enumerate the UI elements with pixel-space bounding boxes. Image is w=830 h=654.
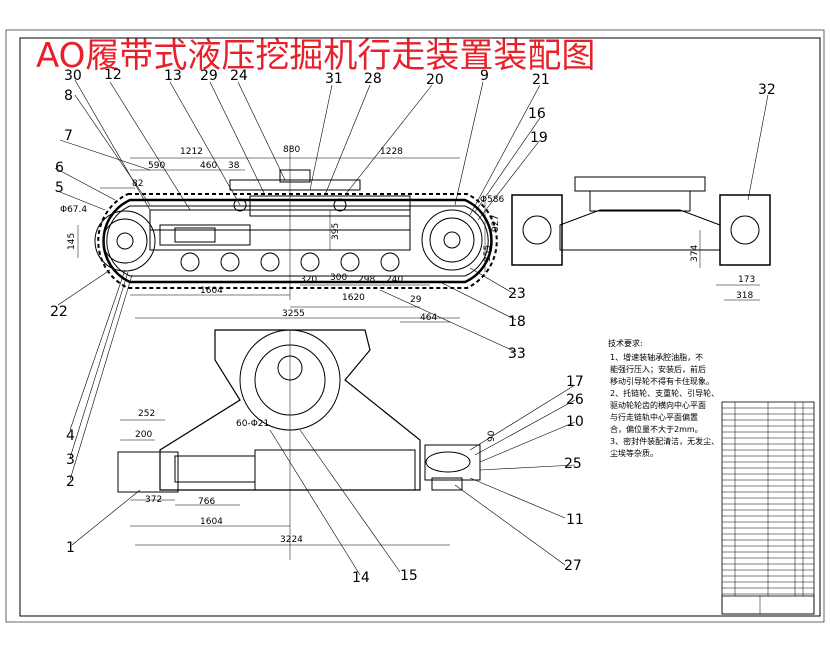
dim-3255: 3255 <box>282 309 305 319</box>
dim-1212: 1212 <box>180 147 203 157</box>
part-label-17: 17 <box>566 374 584 390</box>
dim-173: 173 <box>738 275 755 285</box>
notes-line-8: 3、密封件装配清洁，无发尘、 <box>610 436 719 446</box>
part-label-25: 25 <box>564 456 582 472</box>
dim-460: 460 <box>200 161 217 171</box>
notes-line-3: 移动引导轮不得有卡住现象。 <box>610 376 714 386</box>
dim-464: 464 <box>420 313 437 323</box>
part-label-18: 18 <box>508 314 526 330</box>
part-label-30: 30 <box>64 68 82 84</box>
dim-38: 38 <box>228 161 240 171</box>
dim-200: 200 <box>135 430 152 440</box>
part-label-15: 15 <box>400 568 418 584</box>
part-label-1: 1 <box>66 540 75 556</box>
notes-heading: 技术要求: <box>608 338 643 348</box>
dim-300: 300 <box>330 273 347 283</box>
dim-355: 355 <box>483 245 493 262</box>
notes-line-5: 驱动轮轮齿的横向中心平面 <box>610 400 706 410</box>
dim-374: 374 <box>690 245 700 262</box>
part-label-22: 22 <box>50 304 68 320</box>
technical-notes: 技术要求: 1、增速装轴承腔油脂，不 能强行压入；安装后，前后 移动引导轮不得有… <box>608 338 719 458</box>
dim-3224: 3224 <box>280 535 303 545</box>
part-label-31: 31 <box>325 71 343 87</box>
part-label-10: 10 <box>566 414 584 430</box>
dim-1620: 1620 <box>342 293 365 303</box>
drawing-border <box>5 29 825 623</box>
title-block <box>721 401 815 615</box>
part-label-5: 5 <box>55 180 64 196</box>
front-view-track <box>94 169 498 289</box>
part-label-28: 28 <box>364 71 382 87</box>
dim-145: 145 <box>67 233 77 250</box>
part-label-33: 33 <box>508 346 526 362</box>
part-label-26: 26 <box>566 392 584 408</box>
dim-298: 298 <box>358 275 375 285</box>
notes-line-1: 1、增速装轴承腔油脂，不 <box>610 352 703 362</box>
dim-395: 395 <box>331 223 341 240</box>
part-label-27: 27 <box>564 558 582 574</box>
part-label-23: 23 <box>508 286 526 302</box>
dim-82: 82 <box>132 179 143 189</box>
top-view-dimensions <box>120 330 450 560</box>
notes-line-6: 与行走链轨中心平面偏置 <box>610 412 698 422</box>
front-view-dim-text: 1212 880 1228 590 460 38 82 Φ67.4 145 39… <box>60 145 505 323</box>
side-view <box>511 176 771 301</box>
title-block-rows <box>722 407 814 595</box>
part-label-4: 4 <box>66 428 75 444</box>
dim-880: 880 <box>283 145 300 155</box>
part-label-29: 29 <box>200 68 218 84</box>
leader-lines <box>54 79 769 576</box>
part-label-14: 14 <box>352 570 370 586</box>
part-label-8: 8 <box>64 88 73 104</box>
dim-590: 590 <box>148 161 165 171</box>
part-label-7: 7 <box>64 128 73 144</box>
part-label-19: 19 <box>530 130 548 146</box>
dim-240: 240 <box>386 275 403 285</box>
notes-line-2: 能强行压入；安装后，前后 <box>610 364 706 374</box>
notes-line-9: 尘埃等杂质。 <box>610 448 658 458</box>
part-label-6: 6 <box>55 160 64 176</box>
dim-phi586: Φ586 <box>480 195 505 205</box>
notes-line-4: 2、托链轮、支重轮、引导轮、 <box>610 388 719 398</box>
front-view-dimensions <box>77 145 486 323</box>
part-label-9: 9 <box>480 68 489 84</box>
dim-phi67: Φ67.4 <box>60 205 87 215</box>
drawing-title: AO履带式液压挖掘机行走装置装配图 <box>36 36 596 76</box>
part-label-2: 2 <box>66 474 75 490</box>
dim-1604-top: 1604 <box>200 286 223 296</box>
notes-line-7: 合，偏位量不大于2mm。 <box>610 424 703 434</box>
dim-927: 927 <box>491 215 501 232</box>
part-label-13: 13 <box>164 68 182 84</box>
part-label-11: 11 <box>566 512 584 528</box>
part-label-12: 12 <box>104 67 122 83</box>
dim-60-phi21: 60-Φ21 <box>236 419 269 429</box>
part-labels: 30 12 13 29 24 31 28 20 9 21 8 7 6 5 16 … <box>50 67 776 586</box>
dim-1604-bottom: 1604 <box>200 517 223 527</box>
dim-252: 252 <box>138 409 155 419</box>
dim-766: 766 <box>198 497 215 507</box>
dim-1228: 1228 <box>380 147 403 157</box>
dim-372: 372 <box>145 495 162 505</box>
part-label-32: 32 <box>758 82 776 98</box>
part-label-16: 16 <box>528 106 546 122</box>
part-label-20: 20 <box>426 72 444 88</box>
dim-318: 318 <box>736 291 753 301</box>
dim-320: 320 <box>300 275 317 285</box>
drawing-frame <box>19 37 821 617</box>
part-label-21: 21 <box>532 72 550 88</box>
part-label-24: 24 <box>230 68 248 84</box>
part-label-3: 3 <box>66 452 75 468</box>
top-view <box>117 329 481 493</box>
dim-29: 29 <box>410 295 422 305</box>
